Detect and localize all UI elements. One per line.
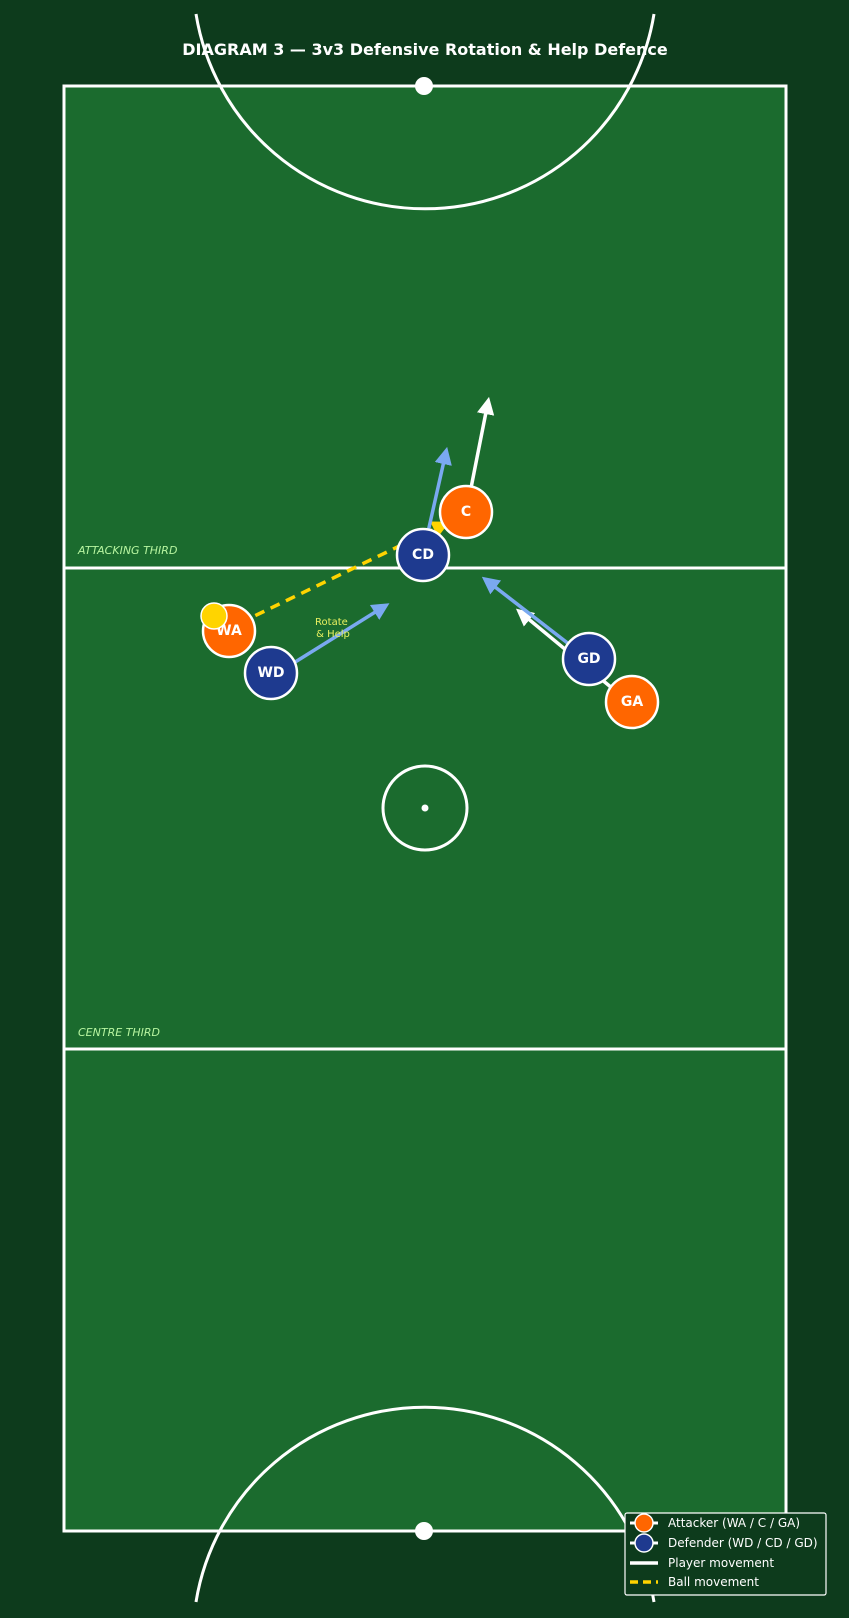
goal-circle-bottom <box>194 1405 656 1603</box>
goal-post-bottom <box>415 1522 433 1540</box>
defender-marker <box>243 645 299 701</box>
legend: Attacker (WA / C / GA) Defender (WD / CD… <box>624 1512 827 1596</box>
legend-defender-label: Defender (WD / CD / GD) <box>668 1536 818 1550</box>
defender-marker <box>561 631 617 687</box>
player-label-c: C <box>461 504 471 520</box>
legend-player-movement-entry: Player movement <box>630 1556 774 1570</box>
zone-label-centre: CENTRE THIRD <box>78 1026 160 1039</box>
attacker-marker <box>438 484 494 540</box>
diagram-title: DIAGRAM 3 — 3v3 Defensive Rotation & Hel… <box>182 40 668 59</box>
legend-player-movement-label: Player movement <box>668 1556 774 1570</box>
gd-movement-arrow <box>481 576 576 650</box>
legend-defender-swatch <box>634 1533 654 1553</box>
player-cd: CD <box>395 527 451 583</box>
player-ga: GA <box>604 674 660 730</box>
goal-post-top <box>415 77 433 95</box>
legend-ball-movement-entry: Ball movement <box>630 1575 759 1589</box>
attacker-marker <box>604 674 660 730</box>
legend-box <box>624 1512 827 1596</box>
goal-circle-top <box>194 13 656 211</box>
legend-attacker-entry: Attacker (WA / C / GA) <box>630 1513 800 1533</box>
zone-label-attacking: ATTACKING THIRD <box>77 544 177 557</box>
wd-movement-arrow <box>291 603 390 666</box>
centre-spot <box>421 804 429 812</box>
rotate-help-annotation: Rotate & Help <box>315 617 351 640</box>
player-label-wa: WA <box>216 623 242 639</box>
legend-ball-movement-label: Ball movement <box>668 1575 759 1589</box>
player-c: C <box>438 484 494 540</box>
player-label-wd: WD <box>257 665 284 681</box>
player-label-ga: GA <box>621 694 643 710</box>
ball <box>200 602 228 630</box>
player-label-gd: GD <box>577 651 600 667</box>
legend-attacker-swatch <box>634 1513 654 1533</box>
cd-movement-arrow <box>426 446 452 533</box>
rotate-help-line-2: & Help <box>316 629 350 640</box>
centre-circle <box>381 764 469 852</box>
legend-attacker-label: Attacker (WA / C / GA) <box>668 1516 800 1530</box>
player-gd: GD <box>561 631 617 687</box>
c-movement-arrow <box>469 396 495 489</box>
defender-marker <box>395 527 451 583</box>
player-wd: WD <box>243 645 299 701</box>
player-label-cd: CD <box>412 547 434 563</box>
court <box>62 13 788 1603</box>
legend-defender-entry: Defender (WD / CD / GD) <box>630 1533 818 1553</box>
rotate-help-line-1: Rotate <box>315 617 348 628</box>
